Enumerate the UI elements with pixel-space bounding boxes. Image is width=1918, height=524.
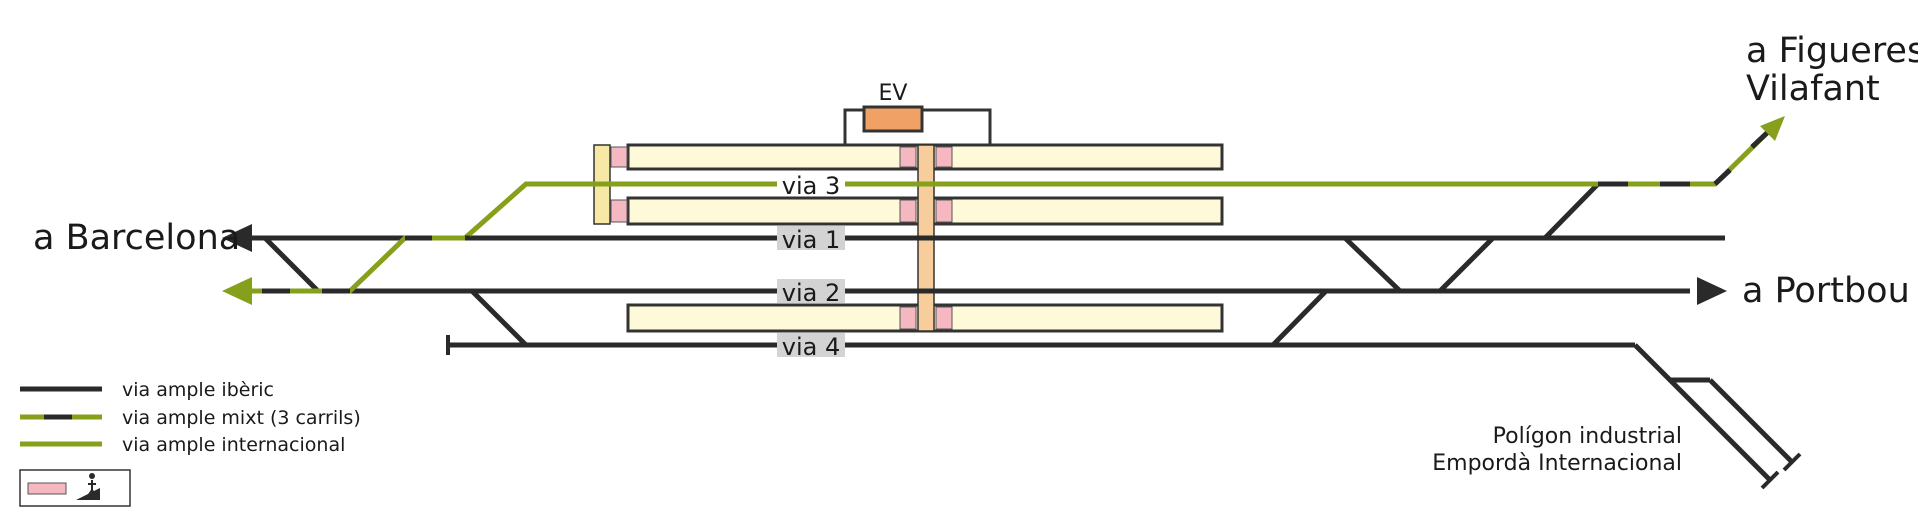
ramp-west-top xyxy=(610,146,628,168)
legend-iberian-label: via ample ibèric xyxy=(122,379,274,401)
ramp-center-top-right xyxy=(935,146,953,168)
branch-poligon-3 xyxy=(1708,378,1794,464)
legend-access-swatch xyxy=(27,482,67,495)
crossover-east-d xyxy=(1543,182,1600,240)
ramp-center-bot-left xyxy=(899,306,917,330)
crossover-east-a xyxy=(1343,236,1402,293)
station-building: EV xyxy=(628,81,1222,147)
dest-figueres-2: Vilafant xyxy=(1746,69,1880,109)
track-label-via-1: via 1 xyxy=(782,226,840,254)
international-tracks xyxy=(245,130,1770,294)
pedestrian-ramp-icon xyxy=(76,473,100,500)
crossover-east-b xyxy=(1438,236,1495,293)
track-labels: via 3 via 1 via 2 via 4 xyxy=(777,172,845,361)
direction-arrows xyxy=(222,116,1785,305)
iberian-tracks xyxy=(245,182,1802,490)
dest-poligon-1: Polígon industrial xyxy=(1493,424,1682,449)
ramp-center-mid-left xyxy=(899,199,917,223)
green-link-east xyxy=(1598,130,1770,187)
arrow-west-green-icon xyxy=(222,277,252,305)
crossover-west-1 xyxy=(263,236,320,293)
branch-poligon-1 xyxy=(1633,343,1772,482)
crossover-west-4 xyxy=(470,289,528,347)
mixed-seg-east-3 xyxy=(1713,168,1732,186)
legend-mixed-label: via ample mixt (3 carrils) xyxy=(122,407,361,429)
buffer-stop-poligon-1 xyxy=(1760,470,1780,490)
legend-international-label: via ample internacional xyxy=(122,434,345,456)
legend: via ample ibèric via ample mixt (3 carri… xyxy=(19,379,361,507)
access-ramps xyxy=(610,146,953,330)
ramp-center-top-left xyxy=(899,146,917,168)
green-link-west xyxy=(245,235,465,294)
track-label-via-4: via 4 xyxy=(782,333,840,361)
track-label-via-2: via 2 xyxy=(782,279,840,307)
track-label-via-3: via 3 xyxy=(782,172,840,200)
mixed-seg-east-4 xyxy=(1750,130,1770,149)
destination-labels: a Barcelona a Figueres Vilafant a Portbo… xyxy=(33,31,1918,476)
arrow-portbou-icon xyxy=(1697,277,1727,305)
dest-figueres-1: a Figueres xyxy=(1746,31,1918,71)
building-office xyxy=(862,105,924,133)
arrow-figueres-icon xyxy=(1760,116,1785,141)
arrow-barcelona-icon xyxy=(222,224,252,252)
track-via-3 xyxy=(463,181,1598,240)
dest-portbou: a Portbou xyxy=(1742,271,1910,311)
buffer-stop-poligon-2 xyxy=(1782,452,1802,472)
dest-barcelona: a Barcelona xyxy=(33,218,240,258)
crossover-east-c xyxy=(1271,289,1328,347)
ramp-west-middle xyxy=(610,199,628,223)
ramp-center-mid-right xyxy=(935,199,953,223)
ramp-center-bot-right xyxy=(935,306,953,330)
dest-poligon-2: Empordà Internacional xyxy=(1432,451,1682,476)
building-label: EV xyxy=(879,81,908,106)
